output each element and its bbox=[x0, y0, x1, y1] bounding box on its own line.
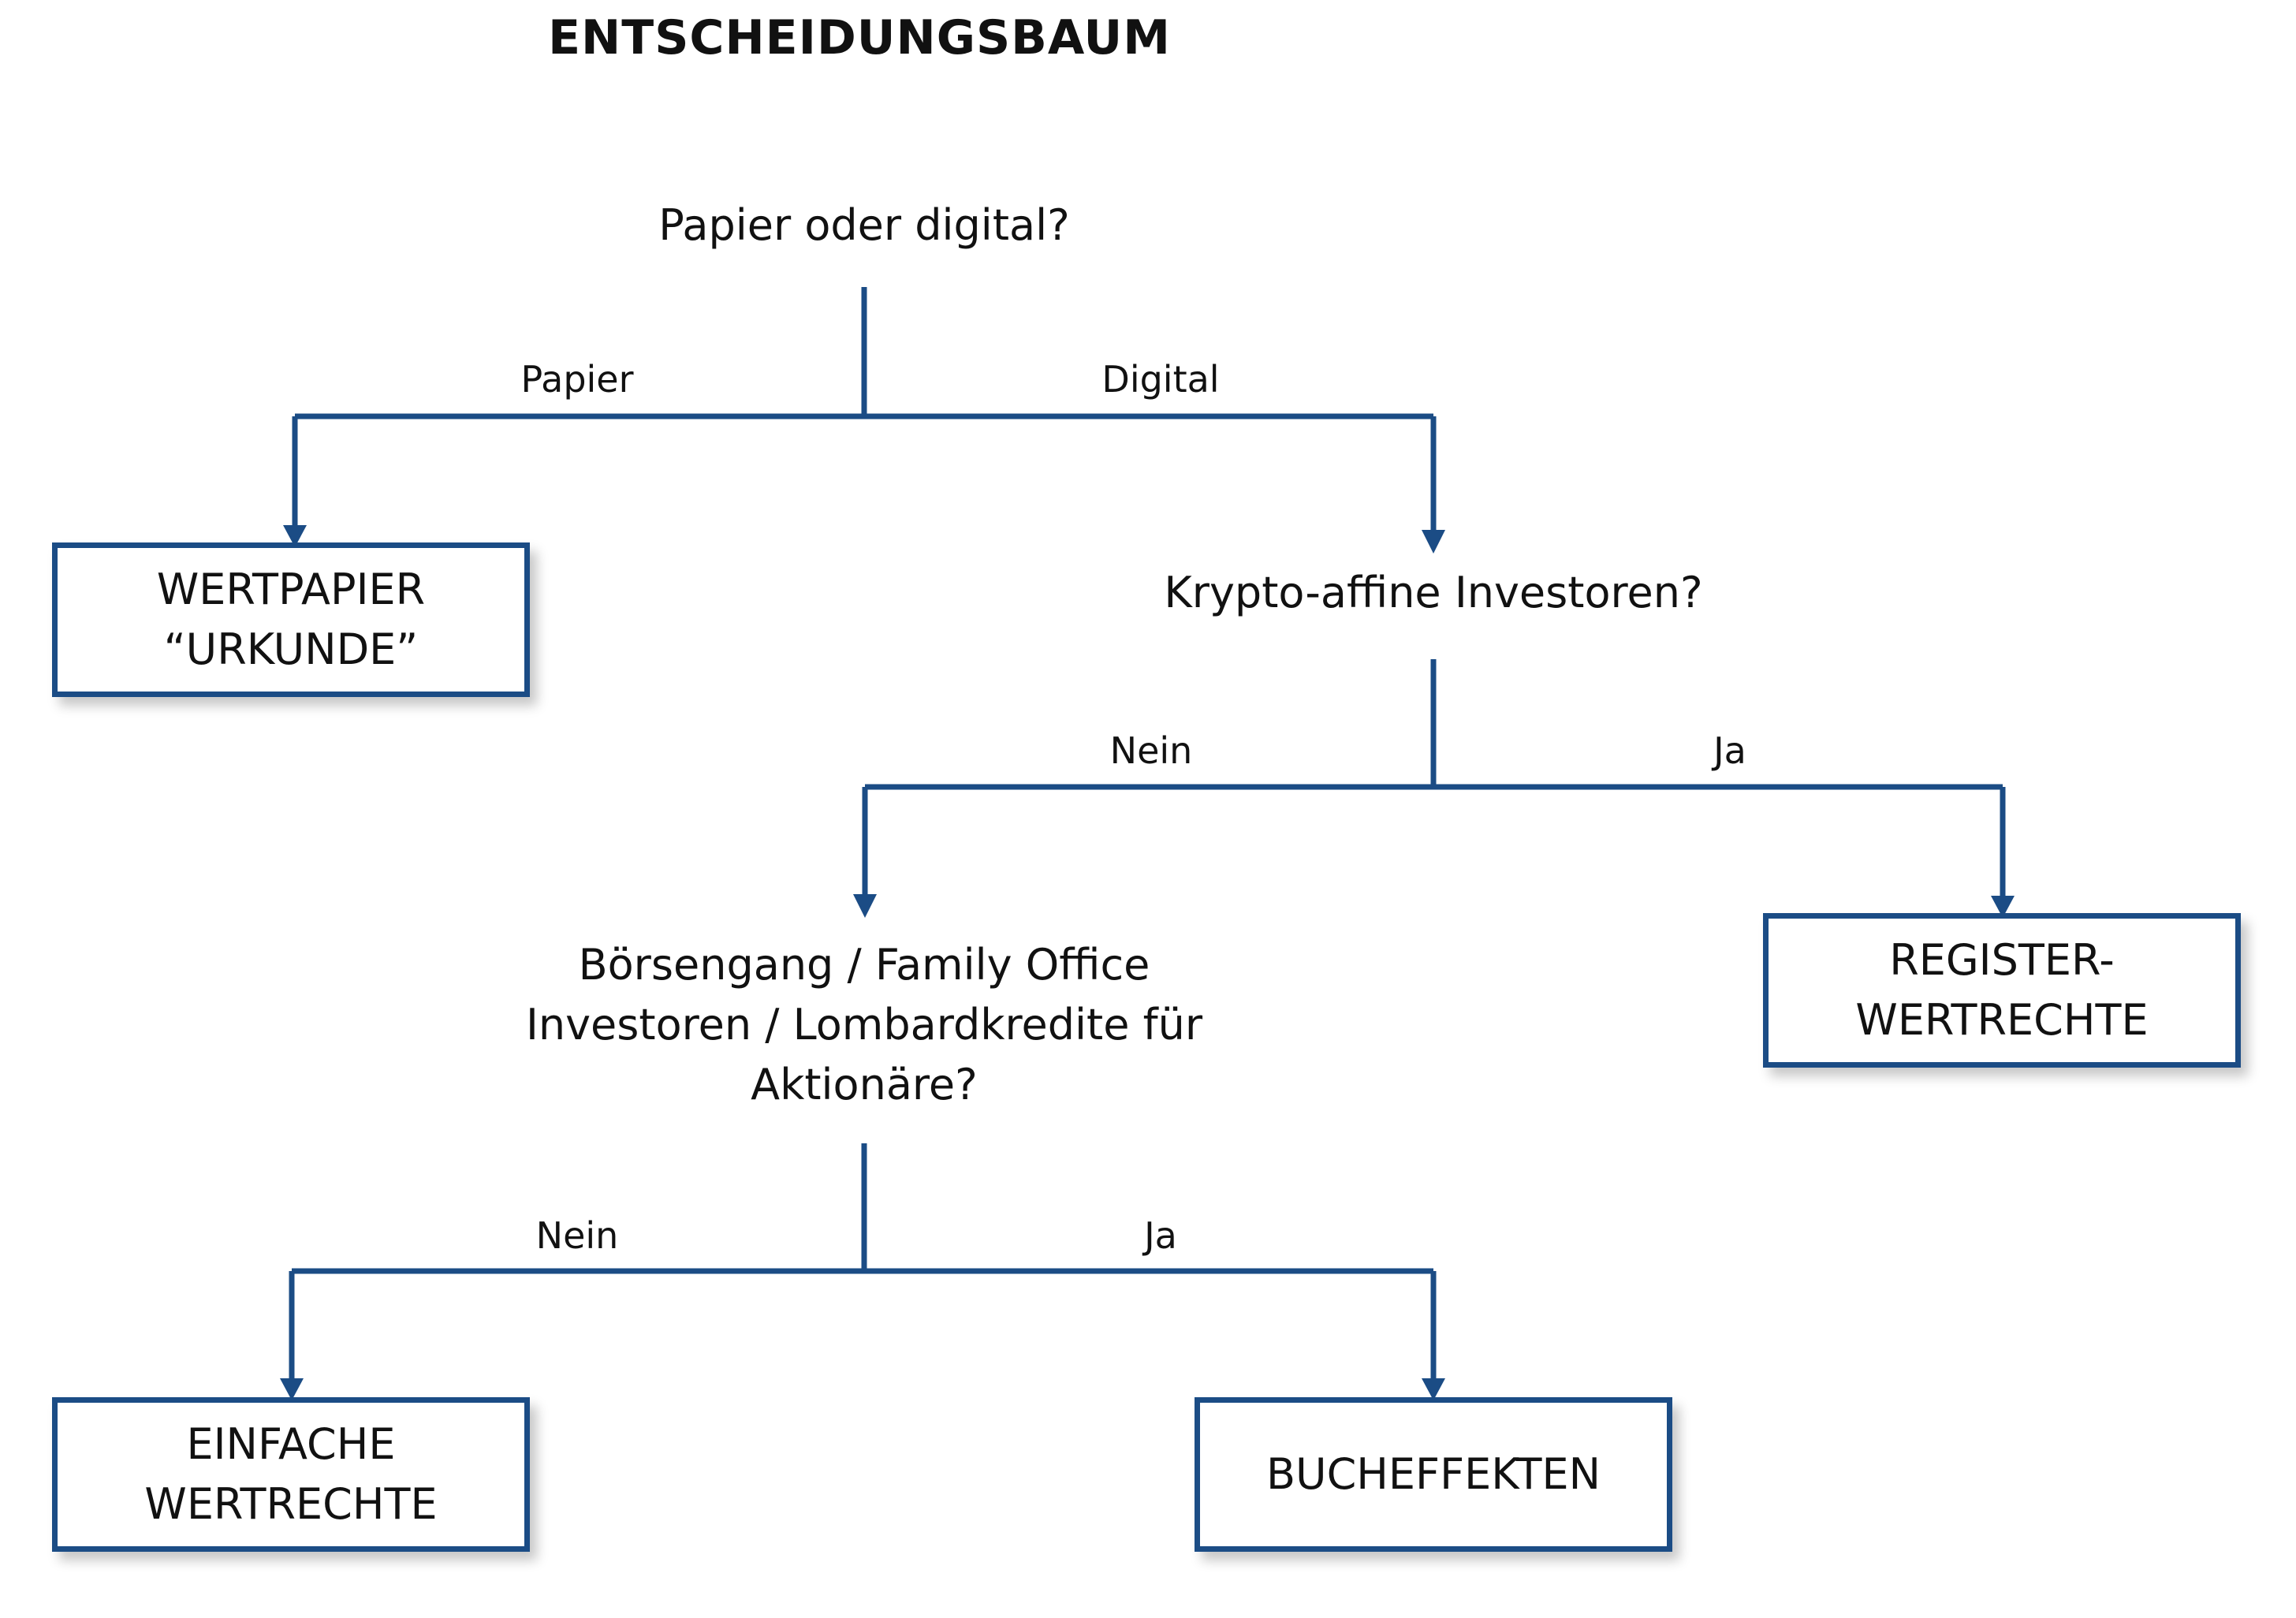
outcome-box-registerwertrechte: REGISTER- WERTRECHTE bbox=[1763, 913, 2241, 1068]
outcome-box-wertpapier-urkunde: WERTPAPIER “URKUNDE” bbox=[52, 542, 530, 697]
branch-label-q3-ja: Ja bbox=[1144, 1214, 1177, 1257]
diagram-title: ENTSCHEIDUNGSBAUM bbox=[548, 10, 1171, 65]
outcome-bucheffekten-line-1: BUCHEFFEKTEN bbox=[1266, 1449, 1601, 1499]
arrowhead-digital bbox=[1422, 530, 1445, 554]
outcome-box-bucheffekten: BUCHEFFEKTEN bbox=[1195, 1397, 1672, 1552]
arrowhead-papier bbox=[283, 525, 307, 547]
question-papier-oder-digital: Papier oder digital? bbox=[658, 200, 1070, 250]
question-boersengang-line-1: Börsengang / Family Office bbox=[578, 940, 1150, 990]
arrowhead-q3-ja bbox=[1422, 1378, 1445, 1400]
arrowhead-q3-nein bbox=[280, 1378, 304, 1400]
question-boersengang-line-3: Aktionäre? bbox=[751, 1060, 978, 1109]
branch-label-q3-nein: Nein bbox=[535, 1214, 619, 1257]
branch-label-q2-ja: Ja bbox=[1713, 729, 1746, 772]
branch-label-q2-nein: Nein bbox=[1109, 729, 1193, 772]
outcome-register-line-2: WERTRECHTE bbox=[1855, 995, 2149, 1045]
question-boersengang-line-2: Investoren / Lombardkredite für bbox=[525, 1000, 1203, 1049]
arrowhead-q2-ja bbox=[1991, 896, 2015, 918]
branch-label-digital: Digital bbox=[1101, 358, 1220, 401]
outcome-einfache-line-2: WERTRECHTE bbox=[144, 1479, 438, 1529]
branch-label-papier: Papier bbox=[520, 358, 634, 401]
arrowhead-q2-nein bbox=[853, 894, 877, 918]
question-krypto-affine-investoren: Krypto-affine Investoren? bbox=[1164, 568, 1703, 617]
outcome-wertpapier-line-1: WERTPAPIER bbox=[156, 565, 426, 614]
outcome-box-einfache-wertrechte: EINFACHE WERTRECHTE bbox=[52, 1397, 530, 1552]
outcome-einfache-line-1: EINFACHE bbox=[186, 1419, 396, 1469]
question-boersengang: Börsengang / Family Office Investoren / … bbox=[486, 935, 1243, 1115]
outcome-wertpapier-line-2: “URKUNDE” bbox=[163, 624, 419, 674]
outcome-register-line-1: REGISTER- bbox=[1889, 935, 2115, 985]
